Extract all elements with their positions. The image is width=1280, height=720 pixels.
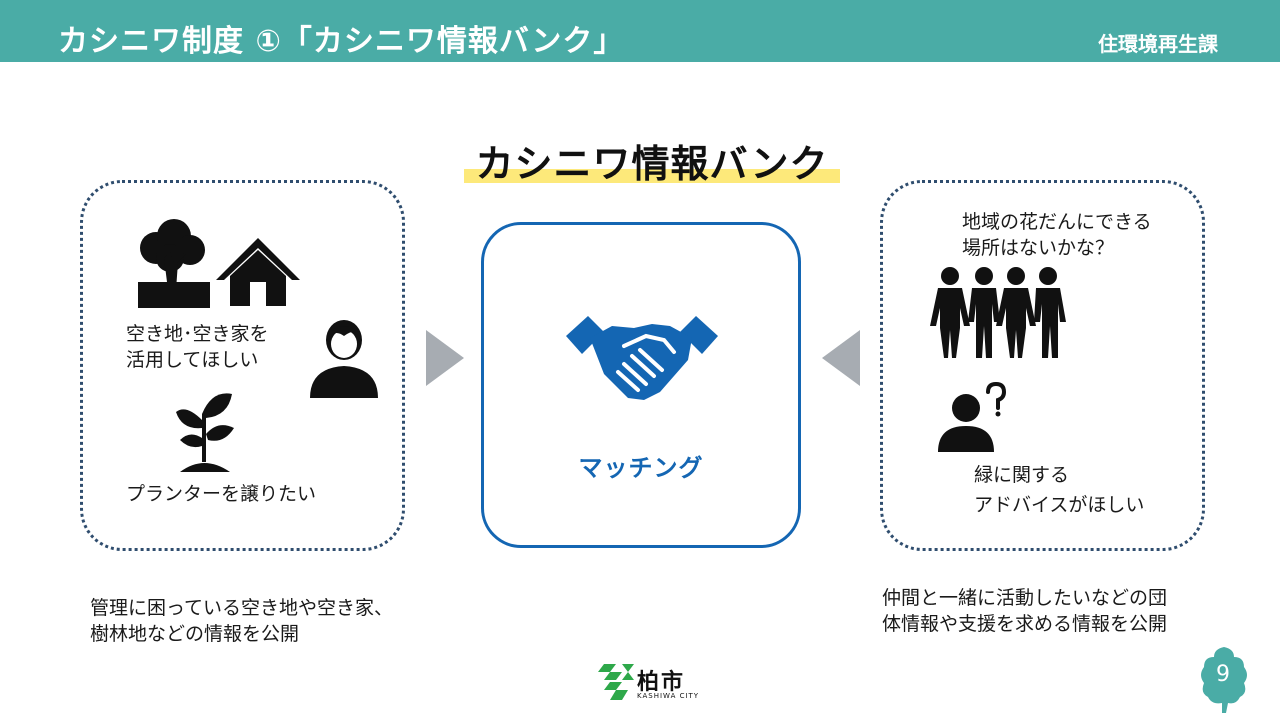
owner-description-line: 管理に困っている空き地や空き家、 [90,597,394,619]
group-icon [930,267,1066,358]
header-title: カシニワ制度 ①「カシニワ情報バンク」 [58,24,625,59]
seeker-description-line: 仲間と一緒に活動したいなどの団 [882,587,1168,609]
matching-box [481,222,801,548]
owner-panel [80,180,405,551]
owner-description-line: 樹林地などの情報を公開 [90,622,300,645]
seeker-description: 仲間と一緒に活動したいなどの団 体情報や支援を求める情報を公開 [882,586,1167,637]
question-person-icon [938,382,1007,452]
header-bar: カシニワ制度 ①「カシニワ情報バンク」 住環境再生課 [0,0,1280,62]
arrow-right-icon [426,330,464,386]
page-number: 9 [1216,662,1230,687]
main-title-text: カシニワ情報バンク [475,142,829,186]
arrow-left-icon [822,330,860,386]
handshake-icon [566,316,718,400]
seeker-caption-line: 地域の花だんにできる [962,211,1152,233]
owner-caption-line: 活用してほしい [126,348,259,371]
seeker-description-line: 体情報や支援を求める情報を公開 [882,612,1168,635]
sprout-icon [176,393,234,472]
owner-description: 管理に困っている空き地や空き家、 樹林地などの情報を公開 [90,596,393,647]
seeker-advice-line: アドバイスがほしい [974,494,1145,517]
owner-caption-land: 空き地･空き家を 活用してほしい [126,322,269,373]
tree-icon [138,219,210,308]
seeker-caption-line: 場所はないかな？ [962,236,1115,259]
seeker-panel [880,180,1205,551]
owner-caption-line: 空き地･空き家を [126,323,269,345]
planter-caption: プランターを譲りたい [126,483,317,505]
house-icon [216,238,300,306]
logo-subtext: KASHIWA CITY [637,692,700,700]
seeker-caption-space: 地域の花だんにできる 場所はないかな？ [962,210,1152,261]
seeker-caption-advice: 緑に関する アドバイスがほしい [974,460,1144,521]
department-label: 住環境再生課 [1098,32,1218,56]
main-title: カシニワ情報バンク [464,133,840,186]
logo-text: 柏市 [637,670,686,695]
person-icon [310,320,378,398]
kashiwa-city-logo [598,664,634,700]
seeker-advice-line: 緑に関する [974,464,1070,486]
title-highlight [464,169,840,183]
matching-label: マッチング [578,454,704,482]
page-number-badge-icon [1201,647,1247,713]
